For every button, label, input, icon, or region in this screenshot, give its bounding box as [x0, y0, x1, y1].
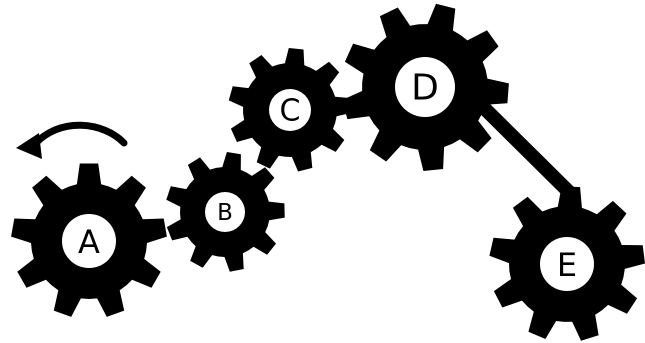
gear-e-label: E [557, 246, 577, 284]
gear-b-label: B [217, 200, 233, 226]
gear-e: E [489, 186, 645, 341]
gear-a-label: A [78, 223, 100, 261]
gear-d-label: D [411, 68, 439, 109]
gear-c: C [229, 48, 352, 172]
connector-rod [474, 98, 569, 192]
gear-c-label: C [280, 94, 301, 129]
gear-d: D [342, 4, 509, 171]
gear-a: A [11, 164, 167, 317]
counterclockwise-arrow-icon [16, 125, 124, 159]
gear-b: B [166, 152, 284, 272]
